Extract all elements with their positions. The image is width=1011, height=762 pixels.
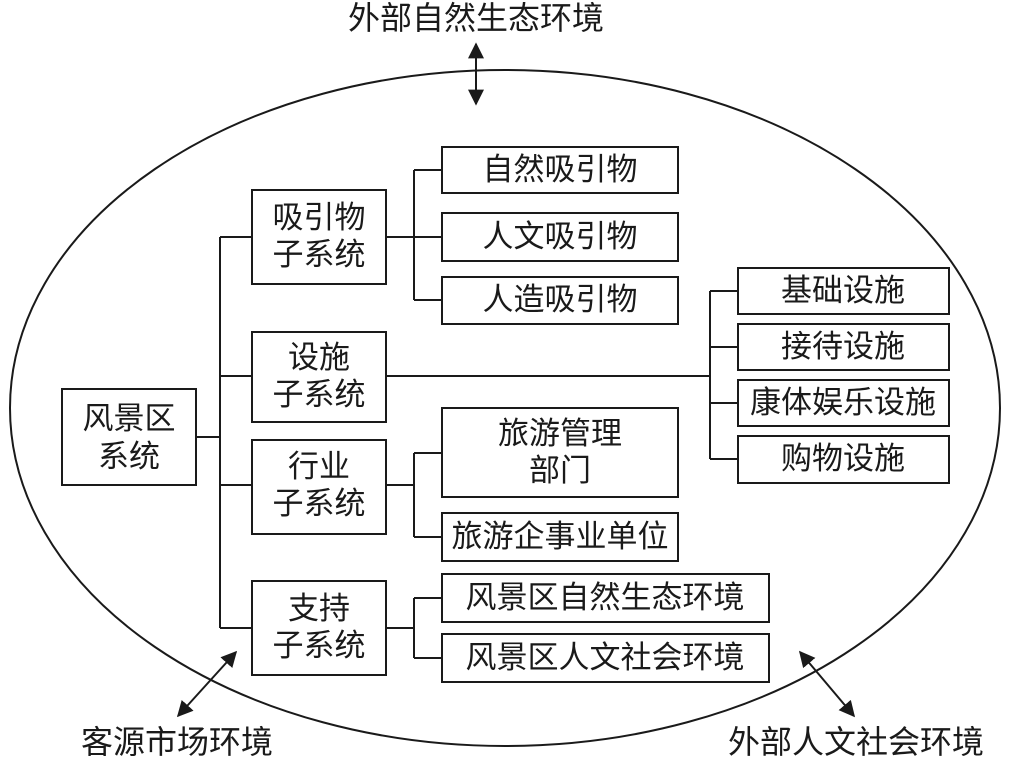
bottom-right-environment-arrow — [798, 650, 856, 718]
attraction-item-label: 人文吸引物 — [483, 219, 638, 255]
industry-item-management: 旅游管理 部门 — [441, 407, 679, 498]
bottom-left-environment-arrow — [176, 650, 238, 718]
facility-item-label: 基础设施 — [781, 273, 905, 309]
root-connectors — [196, 236, 252, 629]
root-label-line2: 系统 — [98, 439, 160, 475]
support-subsystem-node: 支持 子系统 — [251, 580, 387, 676]
support-item-label: 风景区自然生态环境 — [466, 580, 745, 616]
industry-subsystem-line1: 行业 — [288, 449, 350, 485]
facility-item-label: 康体娱乐设施 — [750, 385, 936, 421]
support-item-label: 风景区人文社会环境 — [466, 640, 745, 676]
attraction-subsystem-line1: 吸引物 — [273, 200, 366, 236]
facility-subsystem-line1: 设施 — [288, 340, 350, 376]
facility-item-label: 购物设施 — [781, 441, 905, 477]
facility-subsystem-line2: 子系统 — [273, 377, 366, 413]
support-subsystem-line1: 支持 — [288, 591, 350, 627]
industry-connectors — [386, 452, 442, 538]
system-boundary-ellipse — [9, 69, 1001, 747]
root-label-line1: 风景区 — [83, 401, 176, 437]
industry-subsystem-line2: 子系统 — [273, 486, 366, 522]
bottom-left-environment-label: 客源市场环境 — [81, 723, 273, 761]
attraction-item-cultural: 人文吸引物 — [441, 212, 679, 262]
attraction-subsystem-line2: 子系统 — [273, 237, 366, 273]
facility-connectors — [386, 290, 738, 460]
root-node: 风景区 系统 — [61, 388, 197, 486]
attraction-subsystem-node: 吸引物 子系统 — [251, 189, 387, 285]
industry-item-enterprise: 旅游企事业单位 — [441, 512, 679, 562]
industry-subsystem-node: 行业 子系统 — [251, 439, 387, 535]
facility-item-reception: 接待设施 — [737, 323, 950, 371]
support-subsystem-line2: 子系统 — [273, 628, 366, 664]
support-connectors — [386, 597, 442, 659]
facility-item-recreation: 康体娱乐设施 — [737, 379, 950, 427]
attraction-item-label: 人造吸引物 — [483, 282, 638, 318]
facility-item-label: 接待设施 — [781, 329, 905, 365]
attraction-item-man-made: 人造吸引物 — [441, 276, 679, 325]
top-environment-label: 外部自然生态环境 — [348, 0, 604, 37]
support-item-cultural-environment: 风景区人文社会环境 — [441, 633, 770, 683]
industry-item-management-line1: 旅游管理 — [498, 416, 622, 452]
attraction-connectors — [386, 169, 442, 301]
facility-item-shopping: 购物设施 — [737, 435, 950, 484]
facility-item-infrastructure: 基础设施 — [737, 267, 950, 315]
attraction-item-label: 自然吸引物 — [483, 152, 638, 188]
support-item-natural-environment: 风景区自然生态环境 — [441, 573, 770, 623]
industry-item-label: 旅游企事业单位 — [452, 519, 669, 555]
facility-subsystem-node: 设施 子系统 — [251, 331, 387, 423]
attraction-item-natural: 自然吸引物 — [441, 146, 679, 194]
industry-item-management-line2: 部门 — [529, 453, 591, 489]
bottom-right-environment-label: 外部人文社会环境 — [728, 723, 984, 761]
